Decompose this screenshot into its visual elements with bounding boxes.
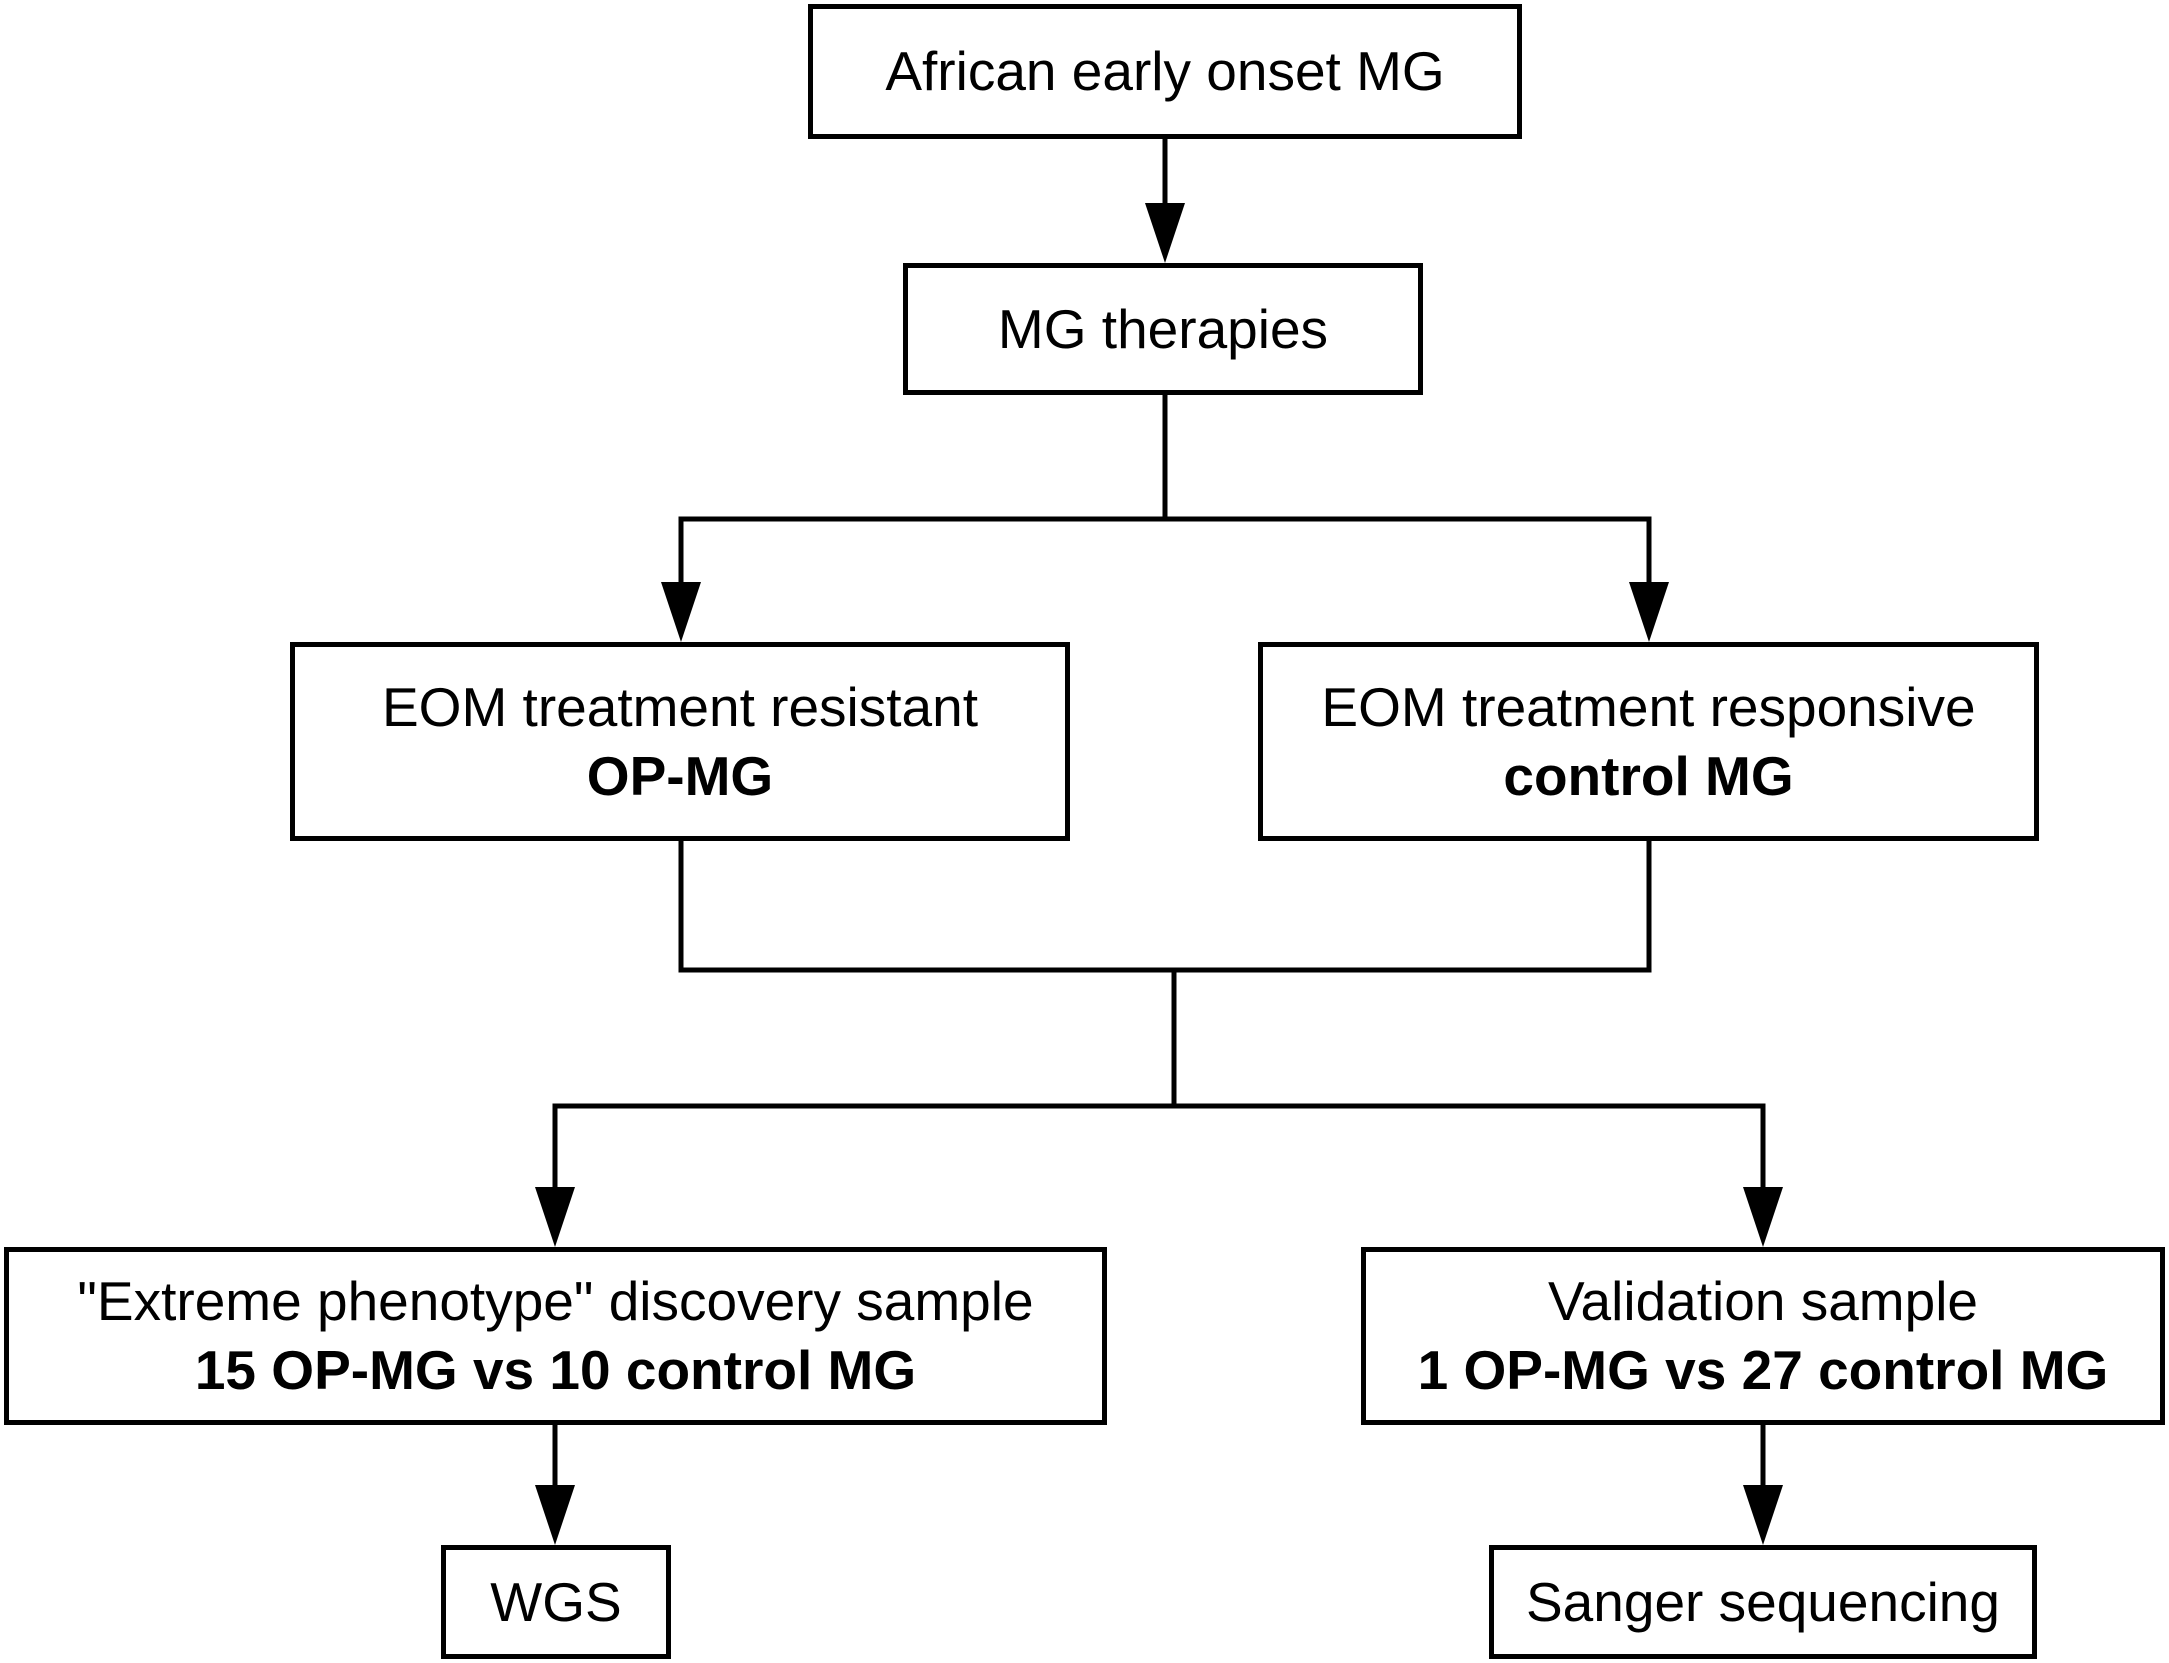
- arrowhead-sanger: [1743, 1485, 1783, 1545]
- arrowhead-wgs: [535, 1485, 575, 1545]
- node-label: MG therapies: [997, 297, 1329, 360]
- node-label: "Extreme phenotype" discovery sample: [77, 1270, 1034, 1333]
- node-african-early-onset-mg: African early onset MG: [808, 4, 1522, 139]
- arrowhead-discovery: [535, 1187, 575, 1247]
- node-treatment-resistant: EOM treatment resistant OP-MG: [290, 642, 1070, 841]
- node-sanger-sequencing: Sanger sequencing: [1489, 1545, 2037, 1659]
- node-wgs: WGS: [441, 1545, 671, 1659]
- arrowhead-resistant: [661, 582, 701, 642]
- node-group-label: control MG: [1503, 744, 1794, 807]
- node-mg-therapies: MG therapies: [903, 263, 1423, 395]
- node-label: EOM treatment resistant: [381, 675, 979, 738]
- node-label: Sanger sequencing: [1526, 1570, 2000, 1633]
- node-discovery-sample: "Extreme phenotype" discovery sample 15 …: [4, 1247, 1107, 1425]
- node-treatment-responsive: EOM treatment responsive control MG: [1258, 642, 2039, 841]
- node-label: African early onset MG: [885, 40, 1445, 103]
- node-count-label: 1 OP-MG vs 27 control MG: [1417, 1339, 2109, 1401]
- node-count-label: 15 OP-MG vs 10 control MG: [194, 1339, 917, 1401]
- node-validation-sample: Validation sample 1 OP-MG vs 27 control …: [1361, 1247, 2165, 1425]
- arrowhead-validation: [1743, 1187, 1783, 1247]
- arrowhead-responsive: [1629, 582, 1669, 642]
- node-group-label: OP-MG: [586, 744, 774, 807]
- node-label: WGS: [490, 1570, 622, 1633]
- node-label: EOM treatment responsive: [1321, 675, 1976, 738]
- node-label: Validation sample: [1547, 1270, 1979, 1333]
- arrowhead-therapies: [1145, 203, 1185, 263]
